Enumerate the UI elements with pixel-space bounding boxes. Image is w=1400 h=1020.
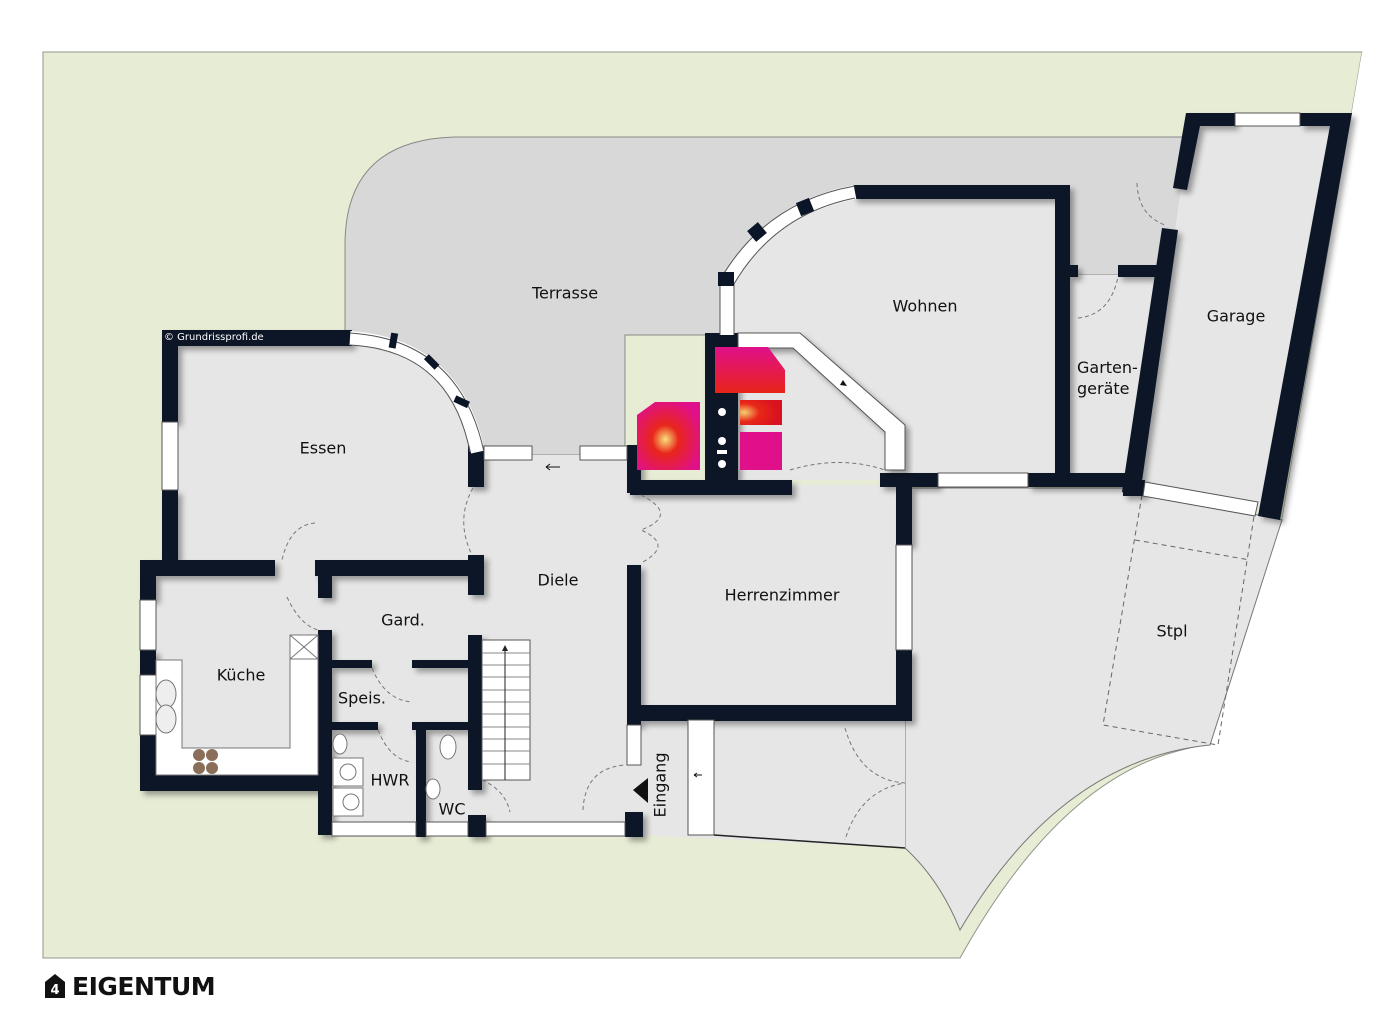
room-label-gartengeraete: Garten- geräte [1077, 358, 1138, 398]
door-swings [281, 182, 1166, 841]
room-label-diele: Diele [537, 570, 579, 590]
entrance-arrow [545, 463, 702, 803]
driveway-area [904, 52, 1400, 1020]
kitchen-counter [155, 634, 319, 776]
brand-logo: 4 EIGENTUM [44, 971, 216, 1001]
room-label-terrasse: Terrasse [531, 283, 599, 303]
room-label-essen: Essen [299, 438, 347, 458]
room-label-speis: Speis. [337, 688, 387, 708]
windows [139, 112, 1301, 837]
walls [140, 113, 1352, 837]
fireplace-heaters [637, 347, 785, 470]
parking-space-outline [1102, 494, 1256, 746]
staircase [481, 639, 531, 781]
copyright-text: © Grundrissprofi.de [164, 332, 264, 343]
room-label-hwr: HWR [370, 770, 410, 790]
sanitary-fixtures [332, 733, 457, 817]
front-boundary-line [713, 834, 906, 849]
room-label-wohnen: Wohnen [892, 296, 958, 316]
logo-text: EIGENTUM [72, 971, 216, 1001]
room-label-stpl: Stpl [1156, 621, 1188, 641]
room-label-herrenzimmer: Herrenzimmer [724, 585, 840, 605]
room-label-wc: WC [438, 799, 466, 819]
curved-window-wohnen [718, 185, 857, 335]
curved-window-essen [349, 331, 485, 454]
room-label-gard: Gard. [381, 610, 425, 630]
room-label-kueche: Küche [216, 665, 266, 685]
svg-text:4: 4 [50, 983, 59, 998]
interior-floor [150, 125, 1340, 848]
entrance-label: Eingang [650, 752, 670, 818]
house-logo-icon: 4 [45, 974, 65, 998]
room-label-garage: Garage [1206, 306, 1266, 326]
